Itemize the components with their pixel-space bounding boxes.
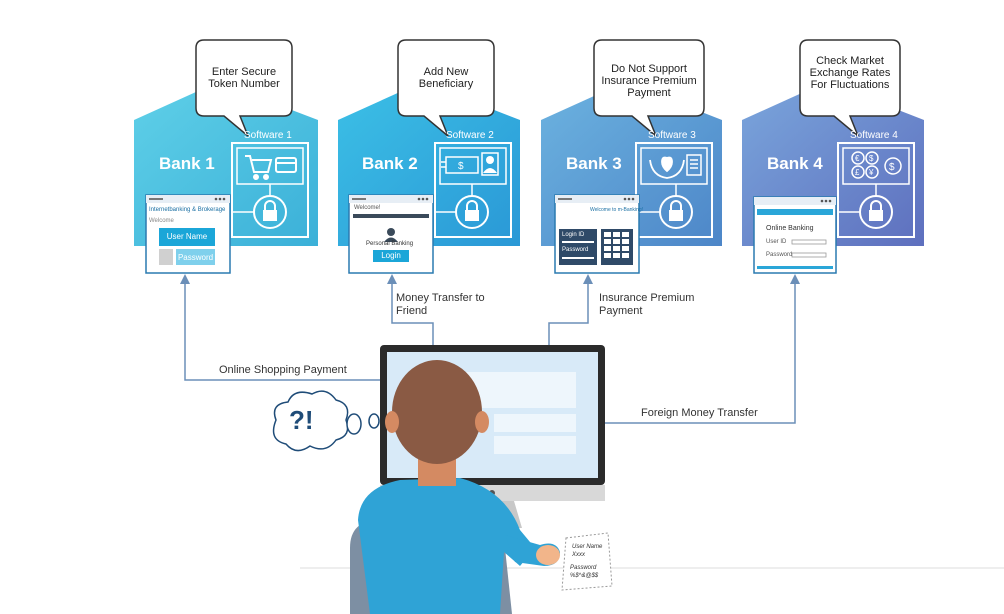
bank-1-password-field[interactable]: Password — [177, 253, 214, 262]
label-money-transfer: Money Transfer to Friend — [396, 292, 485, 317]
head-hair — [392, 360, 482, 464]
connector-foreign-transfer — [590, 280, 796, 424]
keypad-icon — [604, 232, 629, 258]
svg-text:$: $ — [869, 154, 874, 163]
svg-text:¥: ¥ — [868, 168, 874, 177]
bank-3-name: Bank 3 — [566, 154, 622, 173]
connector-online-shopping — [184, 280, 398, 381]
svg-text:£: £ — [855, 168, 860, 177]
currency-exchange-icon — [851, 151, 902, 179]
software-4-label: Software 4 — [850, 130, 898, 141]
label-insurance-payment: Insurance Premium Payment — [599, 292, 695, 317]
person-figure — [350, 360, 560, 614]
bank-1-login-title: Internetbanking & Brokerage — [149, 207, 226, 213]
care-hands-icon — [649, 156, 685, 179]
bank-2-name: Bank 2 — [362, 154, 418, 173]
money-transfer-icon: $ — [441, 156, 479, 174]
software-2-frame — [434, 142, 512, 238]
thought-cloud — [272, 390, 380, 452]
label-foreign-transfer: Foreign Money Transfer — [641, 407, 758, 419]
svg-text:$: $ — [458, 161, 464, 172]
bank-3-password[interactable]: Password — [562, 247, 589, 253]
bank-1-name: Bank 1 — [159, 154, 215, 173]
note-pass-label: Password — [570, 565, 597, 571]
bank-4-userid-label: User ID — [766, 239, 787, 245]
bubble-3-text: Do Not Support Insurance Premium Payment — [601, 63, 697, 99]
svg-text:€: € — [855, 154, 860, 163]
bank-2-welcome: Welcome! — [354, 205, 381, 211]
bubble-3 — [593, 39, 705, 137]
software-3-frame — [635, 142, 713, 238]
software-4-frame — [837, 142, 915, 238]
bank-4-group: € $ £ ¥ $ — [742, 82, 924, 274]
note-user-label: User Name — [572, 544, 603, 550]
software-2-label: Software 2 — [446, 130, 494, 141]
connector-money-transfer — [391, 280, 434, 362]
svg-text:$: $ — [889, 162, 895, 173]
person-icon — [481, 152, 499, 176]
bank-1-username-field[interactable]: User Name — [166, 232, 208, 241]
bubble-1 — [195, 39, 293, 137]
bubble-4-text: Check Market Exchange Rates For Fluctuat… — [809, 55, 891, 91]
bank-4-login-title: Online Banking — [766, 225, 814, 232]
bank-2-login-button[interactable]: Login — [381, 251, 401, 260]
software-3-label: Software 3 — [648, 130, 696, 141]
bank-1-welcome: Welcome — [149, 218, 174, 224]
note-user-value: Xxxx — [572, 552, 586, 558]
arrow-heads — [180, 274, 800, 284]
bank-3-login-id[interactable]: Login ID — [562, 232, 585, 238]
document-icon — [686, 154, 702, 176]
hand — [536, 545, 560, 565]
label-online-shopping: Online Shopping Payment — [219, 364, 347, 376]
connector-insurance — [548, 280, 589, 366]
note-pass-value: %$^&@$$ — [570, 573, 599, 579]
person-shirt — [358, 478, 535, 614]
connection-lines — [184, 280, 796, 424]
bubble-4 — [799, 39, 901, 137]
bank-4-password-label: Password — [766, 252, 793, 258]
bank-2-login-title: Personal Banking — [366, 241, 414, 247]
bubble-2 — [397, 39, 495, 137]
card-icon — [275, 157, 297, 173]
bubble-1-text: Enter Secure Token Number — [208, 66, 280, 90]
bank-2-group: $ — [338, 82, 520, 274]
bank-1-group — [134, 82, 318, 274]
thought-text: ?! — [289, 405, 314, 435]
password-note — [561, 532, 613, 591]
software-1-frame — [231, 142, 309, 238]
bubble-2-text: Add New Beneficiary — [418, 66, 474, 90]
bank-3-group — [541, 82, 722, 274]
bank-4-name: Bank 4 — [767, 154, 823, 173]
cart-icon — [245, 155, 273, 180]
bank-3-welcome: Welcome to m-Banking! — [590, 207, 643, 213]
bank-4-login-window — [753, 196, 837, 274]
software-1-label: Software 1 — [244, 130, 292, 141]
